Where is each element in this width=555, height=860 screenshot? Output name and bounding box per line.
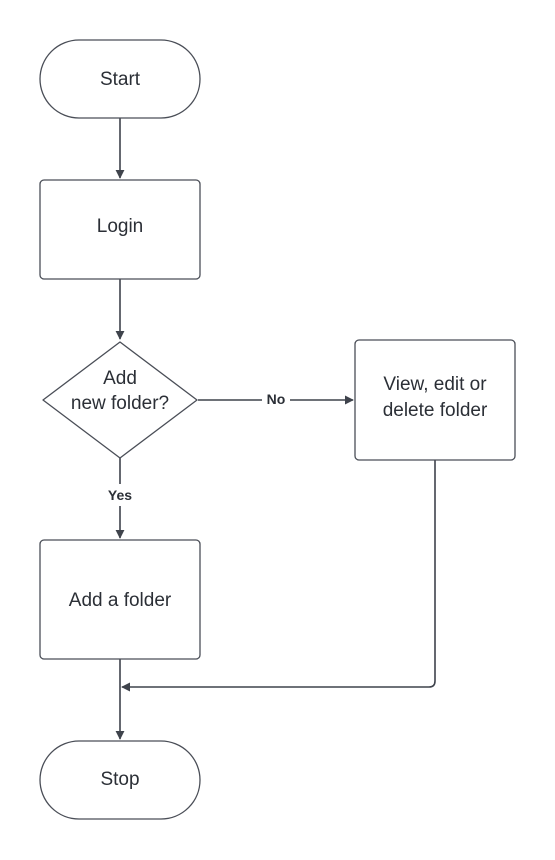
node-decision-label-line2: new folder? [71, 393, 169, 414]
edge-label-yes: Yes [101, 484, 139, 506]
node-decision-label-line1: Add [103, 368, 137, 389]
edge-label-yes-text: Yes [108, 487, 132, 503]
node-view-edit-delete-label-line1: View, edit or [383, 374, 487, 395]
node-stop-label: Stop [100, 769, 139, 790]
node-start: Start [39, 39, 201, 119]
edge-label-no-text: No [267, 391, 286, 407]
edge-view-edit-delete-to-stop [121, 460, 436, 692]
node-view-edit-delete: View, edit or delete folder [354, 339, 516, 461]
node-view-edit-delete-label-line2: delete folder [383, 400, 488, 421]
edge-label-no: No [262, 389, 290, 409]
node-start-label: Start [100, 69, 141, 90]
node-add-folder: Add a folder [39, 539, 201, 660]
node-stop: Stop [39, 740, 201, 820]
node-decision: Add new folder? [42, 341, 198, 459]
node-login: Login [39, 179, 201, 280]
node-login-label: Login [97, 216, 144, 237]
node-add-folder-label: Add a folder [69, 590, 172, 611]
